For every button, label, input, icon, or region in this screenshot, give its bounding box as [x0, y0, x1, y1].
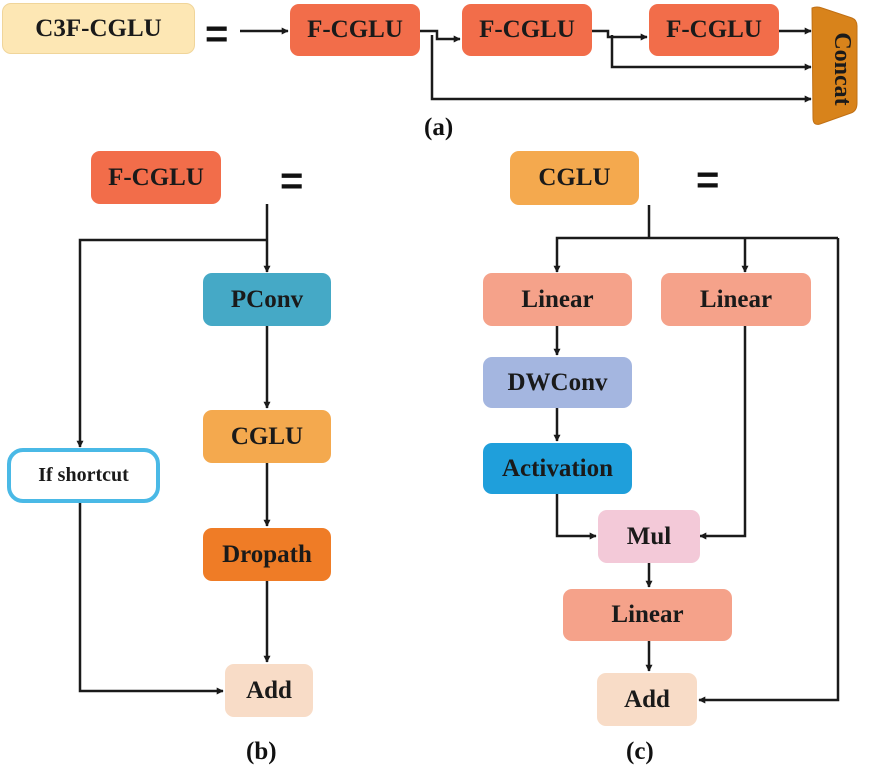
- cglu-block-c: CGLU: [510, 151, 639, 205]
- activation-block: Activation: [483, 443, 632, 494]
- arrow-fcglu1-to-concat: [430, 35, 812, 103]
- c3f-cglu-block: C3F-CGLU: [2, 3, 195, 54]
- arrow-c-to-linear-left: [553, 236, 838, 273]
- cglu-block-b: CGLU: [203, 410, 331, 463]
- concat-label: Concat: [829, 32, 855, 106]
- equals-sign-a: =: [205, 12, 229, 56]
- arrow-fcglu2-to-concat: [610, 35, 812, 71]
- caption-a: (a): [424, 114, 454, 141]
- linear-block-right: Linear: [661, 273, 811, 326]
- f-cglu-block-1: F-CGLU: [290, 4, 420, 56]
- f-cglu-block-b: F-CGLU: [91, 151, 221, 204]
- pconv-block: PConv: [203, 273, 331, 326]
- equals-sign-b: =: [280, 159, 304, 203]
- arrow-activation-to-mul: [555, 494, 597, 540]
- if-shortcut-block: If shortcut: [7, 448, 160, 503]
- add-block-c: Add: [597, 673, 697, 726]
- arrow-c-residual-to-add: [698, 238, 840, 704]
- concat-shape: [811, 6, 858, 125]
- arrow-b-branch-to-shortcut: [76, 238, 267, 448]
- f-cglu-block-3: F-CGLU: [649, 4, 779, 56]
- caption-c: (c): [626, 738, 654, 765]
- linear-block-bottom: Linear: [563, 589, 732, 641]
- add-block-b: Add: [225, 664, 313, 717]
- arrow-fcglu2-to-fcglu3: [592, 29, 648, 41]
- f-cglu-block-2: F-CGLU: [462, 4, 592, 56]
- arrow-fcglu1-to-fcglu2: [420, 29, 461, 43]
- arrow-linear-right-to-mul: [699, 326, 747, 540]
- dropath-block: Dropath: [203, 528, 331, 581]
- equals-sign-c: =: [696, 158, 720, 202]
- linear-block-left: Linear: [483, 273, 632, 326]
- dwconv-block: DWConv: [483, 357, 632, 408]
- caption-b: (b): [246, 738, 277, 765]
- arrow-shortcut-to-add: [78, 503, 224, 695]
- mul-block: Mul: [598, 510, 700, 563]
